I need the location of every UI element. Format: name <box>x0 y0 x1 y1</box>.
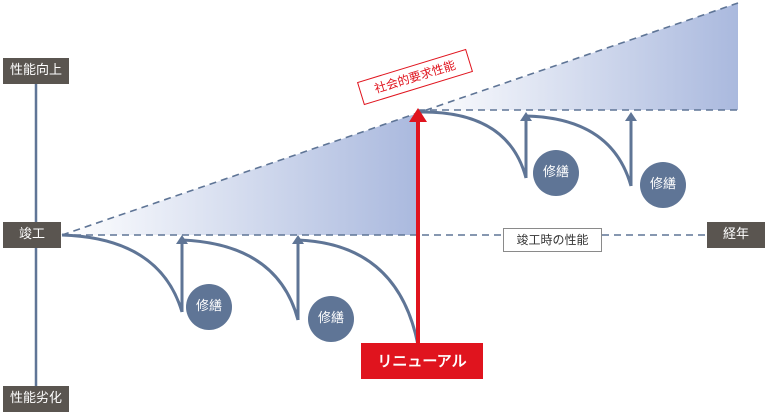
repair-circle-2: 修繕 <box>308 296 354 342</box>
repair-arrowhead-4 <box>625 112 637 121</box>
performance-up-label: 性能向上 <box>3 58 69 84</box>
repair-circle-1: 修繕 <box>186 284 232 330</box>
completion-performance-label: 竣工時の性能 <box>503 228 602 252</box>
degradation-curve-5 <box>525 114 633 187</box>
degradation-curve-2 <box>181 238 300 321</box>
repair-arrowhead-1 <box>176 235 188 244</box>
repair-circle-3: 修繕 <box>533 150 579 196</box>
completion-label: 竣工 <box>3 222 61 248</box>
renewal-arrowhead <box>409 108 427 122</box>
renewal-label: リニューアル <box>361 343 483 379</box>
degradation-curve-4 <box>417 110 528 179</box>
repair-arrowhead-2 <box>292 235 304 244</box>
degradation-curve-3 <box>297 238 420 346</box>
time-axis-label: 経年 <box>707 222 765 248</box>
repair-arrowhead-3 <box>520 112 532 121</box>
degradation-curve-1 <box>61 233 184 313</box>
gap-region-before-renewal <box>62 113 418 235</box>
performance-down-label: 性能劣化 <box>3 386 69 412</box>
repair-circle-4: 修繕 <box>640 162 686 208</box>
